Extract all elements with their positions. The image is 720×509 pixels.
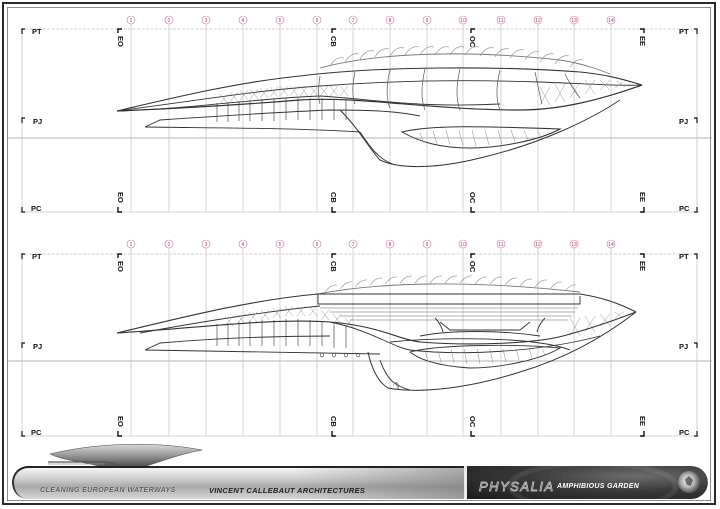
axis-10: 10	[460, 242, 466, 248]
section-mark-ee-top: EE	[638, 36, 647, 46]
axis-11: 11	[498, 18, 503, 24]
lower-elevation: 1 2 3 4 5 6 7 8 9 10 11 12 13 14 PT PJ	[8, 239, 712, 437]
project-subtitle: AMPHIBIOUS GARDEN	[557, 483, 640, 490]
level-pc-right: PC	[679, 204, 690, 213]
axis-11: 11	[498, 242, 503, 248]
section-mark-cb-top: CB	[329, 261, 338, 272]
axis-9: 9	[426, 18, 429, 24]
level-pt-left: PT	[32, 252, 42, 261]
physalia-hull-upper	[116, 46, 643, 168]
section-mark-eo-top: EO	[116, 36, 125, 47]
axis-9: 9	[426, 242, 429, 248]
section-mark-eo-bottom: EO	[116, 416, 125, 427]
level-pc-left: PC	[31, 204, 42, 213]
section-mark-cb-bottom: CB	[329, 192, 338, 203]
banner-left-panel: CLEANING EUROPEAN WATERWAYS VINCENT CALL…	[12, 466, 466, 499]
section-mark-ee-top: EE	[638, 261, 647, 271]
axis-7: 7	[352, 242, 355, 248]
axis-13: 13	[571, 18, 577, 24]
section-mark-ee-bottom: EE	[638, 416, 647, 426]
axis-2: 2	[168, 242, 171, 248]
upper-elevation: 1 2 3 4 5 6 7 8 9 10 11 12 13 14 PT PJ	[8, 15, 712, 213]
section-mark-oc-top: OC	[468, 261, 477, 273]
sheet-border	[2, 2, 716, 505]
banner-swirl-texture	[507, 466, 679, 499]
architect-name: VINCENT CALLEBAUT ARCHITECTURES	[209, 486, 366, 495]
level-pt-left: PT	[32, 27, 42, 36]
section-mark-oc-bottom: OC	[468, 192, 477, 204]
axis-14: 14	[608, 18, 614, 24]
section-mark-oc-top: OC	[468, 36, 477, 48]
axis-8: 8	[389, 242, 392, 248]
axis-5: 5	[279, 18, 282, 24]
level-pc-right: PC	[679, 428, 690, 437]
banner-right-panel: PHYSALIA AMPHIBIOUS GARDEN	[467, 466, 708, 499]
axis-3: 3	[205, 242, 208, 248]
level-pj-left: PJ	[33, 342, 42, 351]
section-mark-oc-bottom: OC	[468, 416, 477, 428]
section-mark-cb-bottom: CB	[329, 416, 338, 427]
axis-8: 8	[389, 18, 392, 24]
banner-divider	[464, 466, 467, 499]
axis-10: 10	[460, 18, 466, 24]
section-mark-eo-bottom: EO	[116, 192, 125, 203]
level-pj-right: PJ	[679, 117, 688, 126]
axis-2: 2	[168, 18, 171, 24]
level-pc-left: PC	[31, 428, 42, 437]
section-mark-cb-top: CB	[329, 36, 338, 47]
axis-1: 1	[130, 242, 133, 248]
title-block-banner: CLEANING EUROPEAN WATERWAYS VINCENT CALL…	[12, 466, 708, 499]
level-pj-right: PJ	[679, 342, 688, 351]
axis-6: 6	[316, 18, 319, 24]
axis-1: 1	[130, 18, 133, 24]
axis-6: 6	[316, 242, 319, 248]
level-pt-right: PT	[679, 252, 689, 261]
axis-14: 14	[608, 242, 614, 248]
axis-4: 4	[242, 242, 245, 248]
axis-4: 4	[242, 18, 245, 24]
axis-3: 3	[205, 18, 208, 24]
sheet-inner-border	[7, 7, 711, 501]
section-mark-ee-bottom: EE	[638, 192, 647, 202]
axis-5: 5	[279, 242, 282, 248]
level-pt-right: PT	[679, 27, 689, 36]
globe-logo-icon	[678, 471, 700, 493]
level-pj-left: PJ	[33, 117, 42, 126]
axis-7: 7	[352, 18, 355, 24]
project-tagline: CLEANING EUROPEAN WATERWAYS	[40, 487, 176, 494]
axis-12: 12	[535, 242, 541, 248]
physalia-hull-lower	[116, 275, 637, 391]
axis-13: 13	[571, 242, 577, 248]
axis-12: 12	[535, 18, 541, 24]
section-mark-eo-top: EO	[116, 261, 125, 272]
project-name: PHYSALIA	[479, 479, 555, 495]
banner-shading	[294, 468, 466, 499]
